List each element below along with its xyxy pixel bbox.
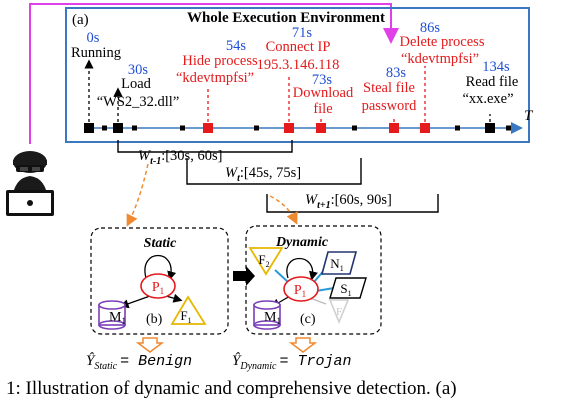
dynamic-net-label: N1 xyxy=(330,256,343,273)
event-73s-line1: Download xyxy=(293,85,354,101)
static-graph-box xyxy=(90,227,229,335)
window-bracket-t xyxy=(186,158,362,185)
static-memory-node xyxy=(98,300,126,330)
time-86s: 86s xyxy=(420,20,441,36)
marker-small xyxy=(254,125,259,131)
time-54s: 54s xyxy=(226,38,247,54)
marker-86s xyxy=(420,123,430,133)
marker-small xyxy=(455,125,460,131)
marker-71s xyxy=(284,123,294,133)
marker-small xyxy=(352,125,357,131)
time-73s: 73s xyxy=(312,72,333,88)
dynamic-net-node xyxy=(320,251,358,275)
event-86s-line1: Delete process xyxy=(400,34,485,50)
timeline-markers xyxy=(84,123,511,133)
event-86s-line2: “kdevtmpfsi” xyxy=(401,51,479,67)
static-self-loop xyxy=(144,255,177,281)
event-73s-line2: file xyxy=(313,101,332,117)
figure-caption: 1: Illustration of dynamic and comprehen… xyxy=(6,378,457,399)
marker-0s xyxy=(84,123,94,133)
dynamic-sock-node xyxy=(329,277,367,299)
time-71s: 71s xyxy=(292,25,313,41)
execution-environment-box xyxy=(65,7,530,143)
event-30s-line1: Load xyxy=(121,76,152,92)
window-bracket-t-1 xyxy=(117,140,293,153)
static-graph-title: Static xyxy=(144,236,177,251)
static-window-arrow xyxy=(126,163,149,227)
env-panel-label: (a) xyxy=(72,12,89,28)
marker-83s xyxy=(389,123,399,133)
marker-73s xyxy=(316,123,326,133)
static-edge-file xyxy=(165,293,183,303)
static-to-dynamic-arrow xyxy=(233,266,255,286)
event-0s-line1: Running xyxy=(71,45,121,61)
marker-134s xyxy=(485,123,495,133)
static-result-arrow xyxy=(135,337,165,353)
dynamic-graph-title: Dynamic xyxy=(275,235,329,250)
dynamic-edge-faded xyxy=(309,297,327,305)
event-30s-line2: “WS2_32.dll” xyxy=(97,94,180,110)
dynamic-result-arrow xyxy=(288,337,318,353)
marker-30s xyxy=(113,123,123,133)
marker-small xyxy=(102,125,107,131)
marker-small xyxy=(180,125,185,131)
marker-small xyxy=(132,125,137,131)
time-30s: 30s xyxy=(128,62,149,78)
time-83s: 83s xyxy=(386,65,407,81)
event-54s-line2: “kdevtmpfsi” xyxy=(176,70,254,86)
static-process-node xyxy=(140,273,176,299)
static-file-node xyxy=(170,295,207,325)
event-134s-line2: “xx.exe” xyxy=(462,91,513,107)
dynamic-window-arrow xyxy=(269,195,298,225)
event-71s-line2: 195.3.146.118 xyxy=(257,57,340,73)
dynamic-file2-node xyxy=(248,247,284,276)
event-83s-line2: password xyxy=(362,98,418,114)
dynamic-sock-label: S1 xyxy=(340,281,351,298)
static-panel-label: (b) xyxy=(146,312,163,327)
dynamic-memory-label: M1 xyxy=(264,310,281,326)
window-t+1-label: Wt+1:[60s, 90s] xyxy=(305,192,392,211)
attack-path-line xyxy=(29,3,399,144)
dynamic-process-node xyxy=(283,276,319,302)
static-memory-label: M1 xyxy=(109,310,126,326)
window-bracket-t+1 xyxy=(266,194,439,213)
dynamic-graph-box xyxy=(245,225,382,335)
dynamic-edge-file2 xyxy=(274,269,289,283)
event-71s-line1: Connect IP xyxy=(266,39,331,55)
time-134s: 134s xyxy=(482,59,510,75)
window-t-label: Wt:[45s, 75s] xyxy=(225,165,301,184)
event-134s-line1: Read file xyxy=(466,74,519,90)
window-t-1-label: Wt-1:[30s, 60s] xyxy=(138,148,222,167)
static-result: ŶStatic= Benign xyxy=(86,352,192,372)
marker-54s xyxy=(203,123,213,133)
static-file-label: F1 xyxy=(180,308,191,325)
dynamic-edge-sock xyxy=(315,287,335,292)
dynamic-memory-node xyxy=(253,300,281,330)
static-edge-memory xyxy=(119,295,151,309)
dynamic-result: ŶDynamic= Trojan xyxy=(232,352,351,372)
hacker-icon xyxy=(6,151,54,216)
dynamic-faded-file-node xyxy=(328,299,350,325)
dynamic-file2-label: F2 xyxy=(258,252,269,269)
dynamic-process-label: P1 xyxy=(294,283,306,299)
env-title: Whole Execution Environment xyxy=(187,10,385,26)
time-0s: 0s xyxy=(87,30,100,46)
event-54s-line1: Hide process xyxy=(182,53,258,69)
event-83s-line1: Steal file xyxy=(363,80,415,96)
marker-small xyxy=(506,125,511,131)
timeline-axis-label: T xyxy=(524,108,534,124)
dynamic-panel-label: (c) xyxy=(300,312,316,327)
dynamic-faded-file-label: F xyxy=(336,306,342,318)
static-process-label: P1 xyxy=(152,280,164,296)
dynamic-self-loop xyxy=(286,257,318,281)
